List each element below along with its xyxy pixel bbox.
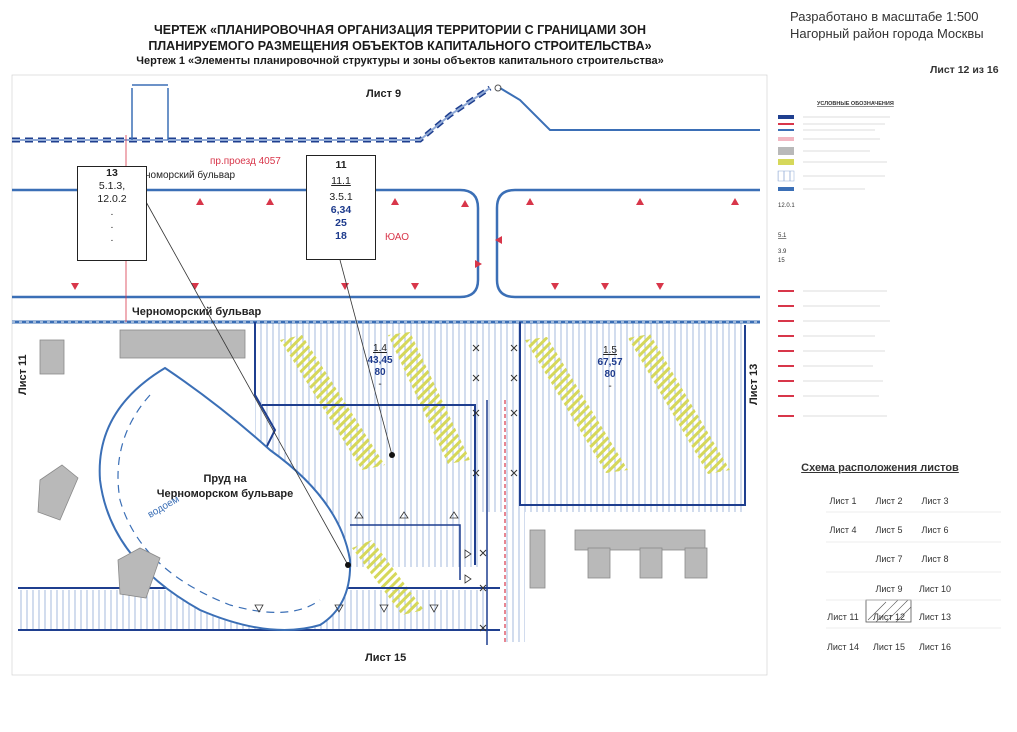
legend-panel: УСЛОВНЫЕ ОБОЗНАЧЕНИЯ 12.0.1 5.1 3.9 15: [777, 101, 894, 417]
box13-line3: .: [110, 206, 114, 218]
box13-line5: .: [110, 232, 114, 244]
title-line-1: ЧЕРТЕЖ «ПЛАНИРОВОЧНАЯ ОРГАНИЗАЦИЯ ТЕРРИТ…: [153, 23, 646, 37]
schema-sheet-13[interactable]: Лист 13: [918, 612, 952, 622]
pond-label-1: Пруд на: [203, 473, 247, 485]
schema-sheet-1[interactable]: Лист 1: [829, 496, 857, 506]
box13-line1: 5.1.3,: [98, 180, 126, 192]
sheet-label-top: Лист 9: [366, 88, 401, 100]
buildings: [37, 329, 708, 599]
legend-lines: [803, 116, 890, 417]
point-marker-11: [389, 452, 395, 458]
box11-line3: 6,34: [330, 204, 352, 216]
survey-point: [494, 84, 502, 92]
legend-code-4: 15: [778, 258, 785, 264]
district-label: ЮАО: [385, 232, 409, 243]
zone-box-13: 13 5.1.3, 12.0.2 . . .: [77, 166, 147, 261]
schema-sheet-10[interactable]: Лист 10: [918, 584, 952, 594]
legend-code-2: 5.1: [778, 233, 787, 239]
schema-sheet-16[interactable]: Лист 16: [918, 642, 952, 652]
point-marker-13: [345, 562, 351, 568]
map-frame: [11, 74, 768, 676]
schema-sheet-5[interactable]: Лист 5: [875, 525, 903, 535]
schema-sheet-14[interactable]: Лист 14: [826, 642, 860, 652]
drawing-title: ЧЕРТЕЖ «ПЛАНИРОВОЧНАЯ ОРГАНИЗАЦИЯ ТЕРРИТ…: [40, 22, 760, 54]
box11-line2: 3.5.1: [329, 191, 353, 203]
schema-sheet-4[interactable]: Лист 4: [829, 525, 857, 535]
crosswalk-stripes: [280, 332, 730, 615]
box11-line4: 25: [335, 217, 347, 229]
legend-code-1: 12.0.1: [778, 203, 795, 209]
zone-box-11: 11 11.1 3.5.1 6,34 25 18: [306, 155, 376, 260]
schema-sheet-11[interactable]: Лист 11: [827, 612, 859, 622]
schema-sheet-7[interactable]: Лист 7: [875, 554, 903, 564]
road-blocks: [12, 188, 760, 324]
pond: [98, 366, 352, 631]
top-boundary: [12, 84, 760, 143]
box11-line1: 11.1: [331, 175, 351, 187]
legend-code-3: 3.9: [778, 249, 787, 255]
sheet-number: Лист 12 из 16: [930, 64, 999, 76]
legend-symbols: [777, 115, 795, 417]
schema-sheet-9[interactable]: Лист 9: [875, 584, 903, 594]
box13-line4: .: [110, 219, 114, 231]
schema-sheet-3[interactable]: Лист 3: [921, 496, 949, 506]
sheet-schema: Лист 1 Лист 2 Лист 3 Лист 4 Лист 5 Лист …: [826, 484, 1001, 654]
box13-line2: 12.0.2: [97, 193, 127, 205]
schema-title: Схема расположения листов: [801, 462, 959, 474]
sheet-label-left: Лист 11: [17, 354, 29, 395]
zone14-id: 1.4: [373, 343, 387, 354]
inner-markers: [254, 511, 472, 613]
zone15-v3: -: [608, 381, 612, 392]
schema-sheet-12[interactable]: Лист 12: [872, 612, 906, 622]
zone14-v3: -: [378, 379, 382, 390]
scale-note: Разработано в масштабе 1:500 Нагорный ра…: [790, 8, 1010, 42]
schema-sheet-2[interactable]: Лист 2: [875, 496, 903, 506]
street-label-upper: номорский бульвар: [145, 169, 236, 181]
schema-sheet-6[interactable]: Лист 6: [921, 525, 949, 535]
scale-line-2: Нагорный район города Москвы: [790, 26, 984, 41]
zone-label-1-4: 1.4 43,45 80 -: [360, 343, 400, 391]
zone14-v2: 80: [374, 367, 386, 378]
title-line-2: ПЛАНИРУЕМОГО РАЗМЕЩЕНИЯ ОБЪЕКТОВ КАПИТАЛ…: [148, 39, 652, 53]
schema-grid: [826, 511, 1001, 629]
schema-sheet-15[interactable]: Лист 15: [872, 642, 906, 652]
road-markers: [71, 198, 739, 290]
sheet-label-bottom: Лист 15: [365, 652, 406, 664]
legend-title: УСЛОВНЫЕ ОБОЗНАЧЕНИЯ: [817, 101, 894, 107]
zone15-id: 1.5: [603, 345, 617, 356]
street-label-lower: Черноморский бульвар: [132, 306, 262, 318]
drawing-subtitle: Чертеж 1 «Элементы планировочной структу…: [136, 55, 664, 67]
box11-title: 11: [335, 159, 347, 171]
schema-sheet-8[interactable]: Лист 8: [921, 554, 949, 564]
scale-line-1: Разработано в масштабе 1:500: [790, 9, 979, 24]
sheet-label-right: Лист 13: [748, 364, 760, 405]
zone15-v2: 80: [604, 369, 616, 380]
passage-label: пр.проезд 4057: [210, 156, 281, 167]
box13-title: 13: [106, 167, 118, 179]
zone15-v1: 67,57: [597, 357, 623, 368]
zone-label-1-5: 1.5 67,57 80 -: [590, 345, 630, 393]
x-markers: [472, 344, 518, 632]
pond-label-2: Черноморском бульваре: [157, 488, 293, 500]
zone14-v1: 43,45: [367, 355, 393, 366]
box11-line5: 18: [335, 230, 347, 242]
